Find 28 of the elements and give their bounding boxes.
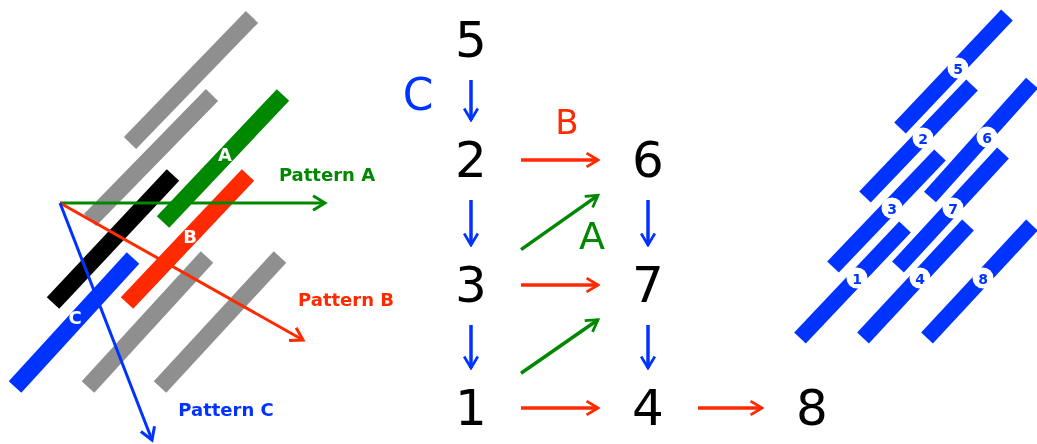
pattern-label: Pattern A bbox=[278, 166, 376, 184]
arrow bbox=[520, 193, 600, 252]
pattern-label: Pattern B bbox=[298, 291, 394, 309]
bar-letter: A bbox=[218, 146, 232, 164]
pattern-letter: A bbox=[579, 217, 605, 255]
node-number: 8 bbox=[796, 383, 828, 433]
node-number: 1 bbox=[455, 383, 487, 433]
node-number: 4 bbox=[632, 383, 664, 433]
arrow bbox=[462, 200, 480, 247]
arrow bbox=[521, 399, 600, 417]
bar-letter: C bbox=[68, 309, 82, 327]
arrow bbox=[520, 318, 600, 375]
arrow bbox=[698, 399, 764, 417]
bar-letter: B bbox=[183, 228, 197, 246]
arrow bbox=[462, 80, 480, 122]
node-number: 5 bbox=[455, 15, 487, 65]
arrow bbox=[639, 325, 657, 370]
node-number: 7 bbox=[632, 260, 664, 310]
pattern-label: Pattern C bbox=[178, 401, 274, 419]
arrow bbox=[521, 151, 600, 169]
pattern-letter: C bbox=[402, 73, 434, 117]
pattern-letter: B bbox=[555, 105, 579, 139]
node-number: 2 bbox=[455, 135, 487, 185]
arrow bbox=[462, 325, 480, 370]
node-number: 6 bbox=[632, 135, 664, 185]
node-number: 3 bbox=[455, 260, 487, 310]
arrow bbox=[639, 200, 657, 247]
arrow bbox=[521, 276, 600, 294]
